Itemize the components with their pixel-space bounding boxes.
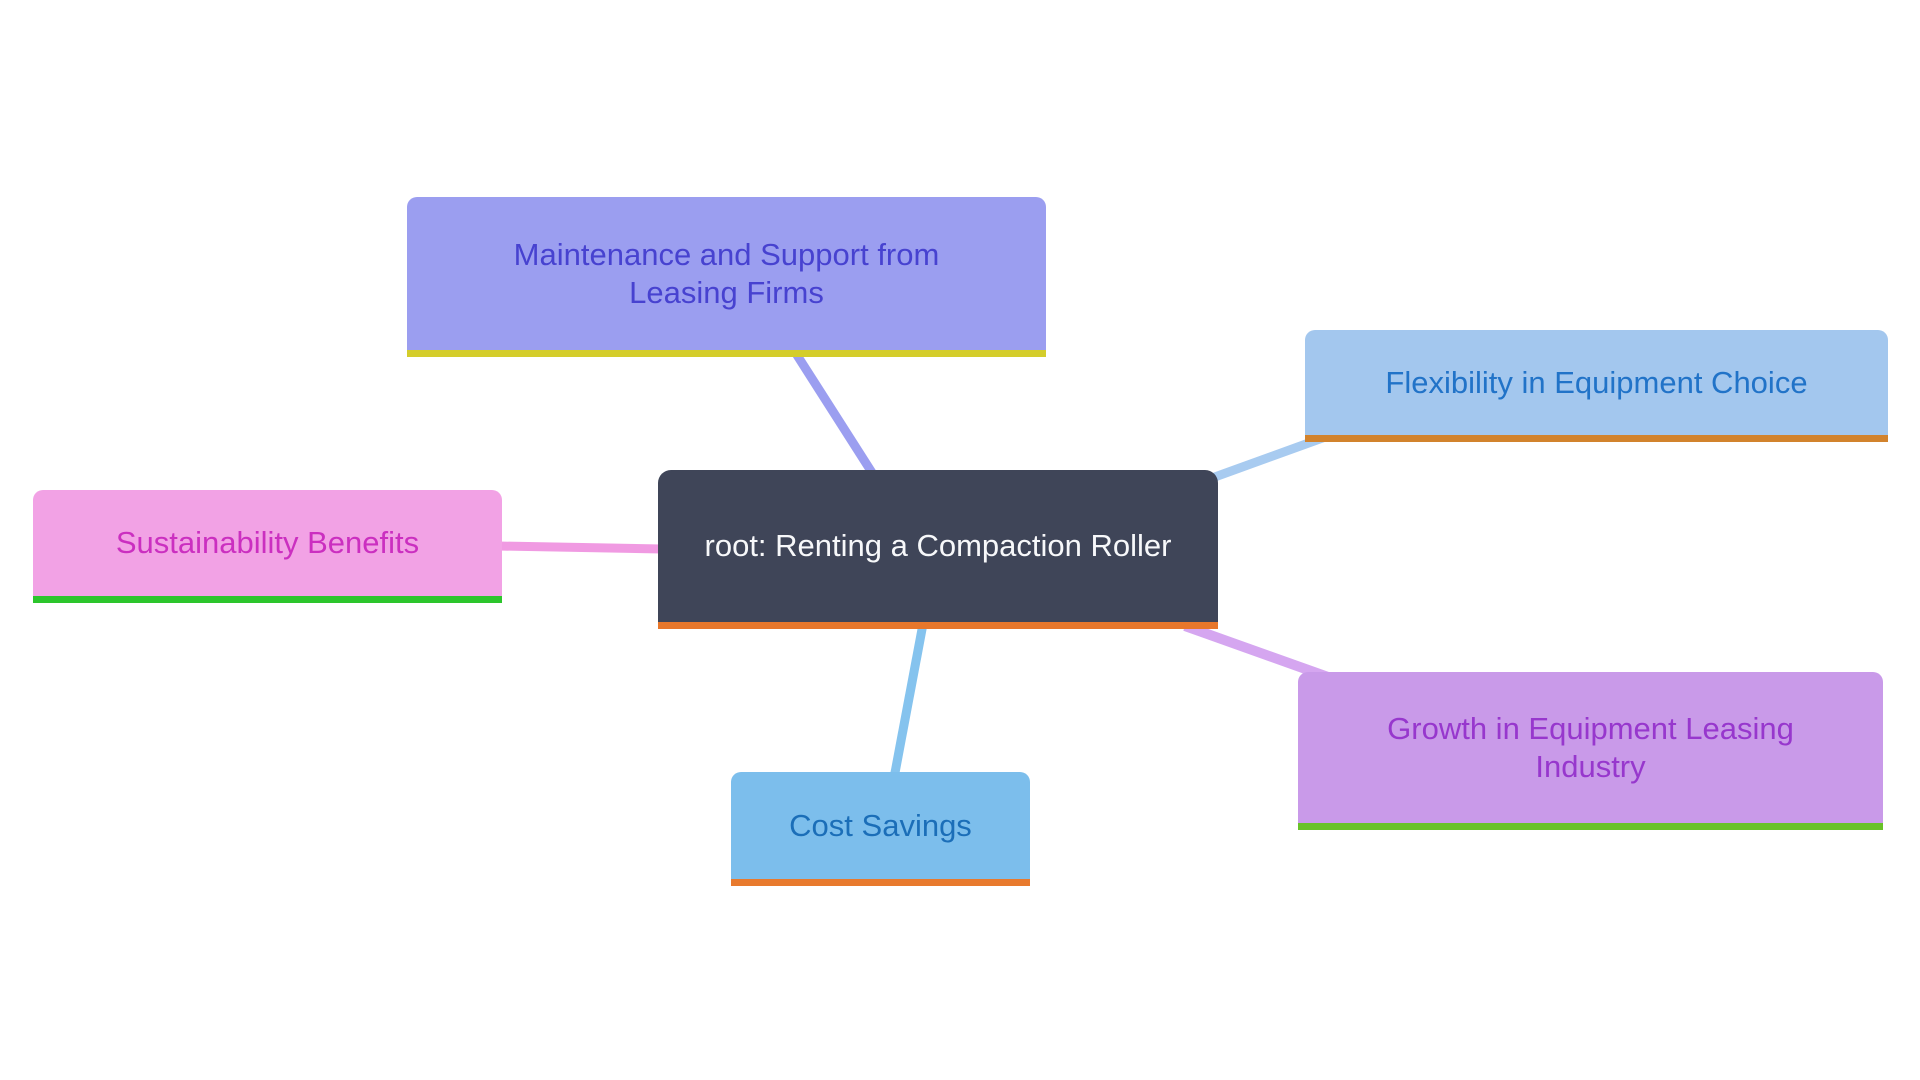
node-root-renting-a-compaction-roller[interactable]: root: Renting a Compaction Roller bbox=[658, 470, 1218, 629]
node-flexibility-in-equipment-choice[interactable]: Flexibility in Equipment Choice bbox=[1305, 330, 1888, 442]
connector-maintenance bbox=[791, 349, 882, 485]
connector-cost bbox=[889, 623, 928, 779]
node-label: root: Renting a Compaction Roller bbox=[704, 528, 1172, 564]
node-label: Cost Savings bbox=[789, 807, 972, 843]
node-label: Growth in Equipment Leasing Industry bbox=[1387, 710, 1794, 784]
node-sustainability-benefits[interactable]: Sustainability Benefits bbox=[33, 490, 502, 603]
node-cost-savings[interactable]: Cost Savings bbox=[731, 772, 1030, 886]
node-label: Maintenance and Support from Leasing Fir… bbox=[513, 236, 940, 310]
connector-flexibility bbox=[1210, 431, 1330, 483]
node-label: Sustainability Benefits bbox=[115, 525, 420, 561]
node-maintenance-and-support[interactable]: Maintenance and Support from Leasing Fir… bbox=[407, 197, 1046, 357]
node-growth-in-equipment-leasing[interactable]: Growth in Equipment Leasing Industry bbox=[1298, 672, 1883, 830]
node-label: Flexibility in Equipment Choice bbox=[1385, 364, 1808, 400]
connector-sustainability bbox=[497, 541, 663, 554]
